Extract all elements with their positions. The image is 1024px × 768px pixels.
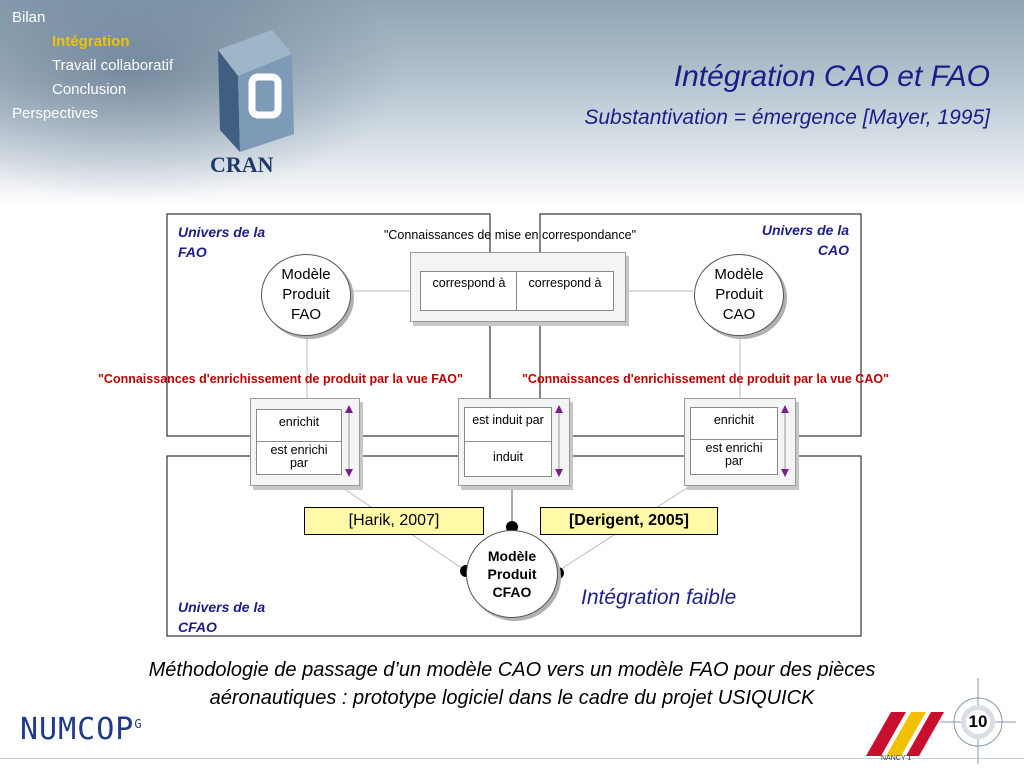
correspondence-right-cell: correspond à: [516, 271, 614, 311]
relation-mid-top-cell: est induit par: [464, 407, 552, 443]
relation-mid-arrows: [555, 405, 563, 477]
correspondence-right-label: correspond à: [528, 276, 602, 290]
nav-item-bilan[interactable]: Bilan: [12, 9, 46, 26]
correspondence-left-cell: correspond à: [420, 271, 518, 311]
numcop-logo-text: NUMCOP: [20, 712, 135, 747]
cran-logo-text: CRAN: [210, 152, 274, 172]
nav-item-conclusion[interactable]: Conclusion: [52, 81, 127, 98]
page-subtitle: Substantivation = émergence [Mayer, 1995…: [584, 106, 990, 129]
footer-divider: [0, 758, 1024, 759]
numcop-logo-sup: G: [134, 717, 143, 731]
nav-item-travail-collaboratif[interactable]: Travail collaboratif: [52, 57, 174, 74]
numcop-logo: NUMCOPG: [20, 712, 143, 747]
page-title: Intégration CAO et FAO: [673, 60, 990, 93]
methodology-caption: Méthodologie de passage d’un modèle CAO …: [148, 659, 876, 709]
relation-box-induction: est induit par induit: [458, 398, 570, 486]
reference-derigent: [Derigent, 2005]: [540, 507, 718, 535]
header-banner-shade: [0, 0, 1024, 210]
nancy-logo-text: NANCY 1: [881, 755, 911, 762]
cran-logo: CRAN: [210, 30, 294, 172]
correspondence-label: "Connaissances de mise en correspondance…: [383, 228, 637, 242]
page-number: 10: [968, 712, 988, 731]
relation-fao-top-cell: enrichit: [256, 409, 342, 443]
page-number-compass: [940, 678, 1016, 764]
relation-est-induit-par: est induit par: [472, 413, 544, 427]
relation-mid-bottom-cell: induit: [464, 441, 552, 477]
nancy-logo: NANCY 1: [866, 712, 944, 762]
relation-induit: induit: [493, 450, 523, 464]
relation-fao-arrows: [345, 405, 353, 477]
correspondence-box: correspond à correspond à: [410, 252, 626, 322]
correspondence-left-label: correspond à: [432, 276, 506, 290]
enrichment-cao-label: "Connaissances d'enrichissement de produ…: [522, 372, 890, 386]
relation-cao-arrows: [781, 405, 789, 477]
integration-faible-label: Intégration faible: [581, 586, 737, 609]
relation-cao-top-cell: enrichit: [690, 407, 778, 441]
nav-item-integration[interactable]: Intégration: [52, 33, 130, 50]
relation-fao-enrichit: enrichit: [278, 415, 320, 429]
enrichment-fao-label: "Connaissances d'enrichissement de produ…: [98, 372, 463, 386]
relation-cao-enrichit: enrichit: [713, 413, 755, 427]
reference-harik: [Harik, 2007]: [304, 507, 484, 535]
nav-item-perspectives[interactable]: Perspectives: [12, 105, 98, 122]
